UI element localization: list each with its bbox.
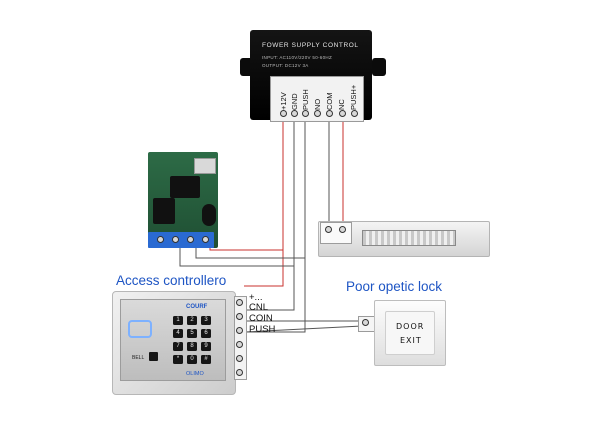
- keypad-key[interactable]: *: [173, 355, 183, 364]
- receiver-relay: [153, 198, 175, 224]
- psu-screw: [280, 110, 287, 117]
- label-coin: COIN: [249, 313, 273, 324]
- receiver-connector: [194, 158, 216, 174]
- rfid-icon: [128, 320, 152, 338]
- wire-rx-gnd: [179, 244, 294, 267]
- psu-term-nc: NC: [337, 99, 346, 110]
- label-cnl: CNL: [249, 302, 269, 313]
- access-controller-title: Access controllero: [116, 273, 227, 288]
- keypad-key[interactable]: 3: [201, 316, 211, 325]
- psu-screw: [351, 110, 358, 117]
- controller-screw: [236, 313, 243, 320]
- psu-output-spec: OUTPUT: DC12V 3A: [262, 63, 309, 68]
- controller-model: OLIMO: [186, 371, 204, 377]
- keypad-key[interactable]: 4: [173, 329, 183, 338]
- wire-rx-push: [195, 244, 305, 259]
- psu-screw: [339, 110, 346, 117]
- wire-12v: [244, 116, 284, 287]
- keypad-key[interactable]: #: [201, 355, 211, 364]
- controller-screw: [236, 299, 243, 306]
- door-exit-button[interactable]: [385, 311, 435, 355]
- controller-screw: [236, 355, 243, 362]
- exit-screw: [362, 319, 369, 326]
- receiver-capacitor: [202, 204, 216, 226]
- controller-screw: [236, 341, 243, 348]
- magnetic-lock-core: [362, 230, 456, 246]
- magnetic-lock-terminal: [320, 222, 352, 244]
- receiver-terminal-block: [148, 232, 214, 248]
- wire-push: [244, 116, 306, 333]
- controller-brand: COURF: [186, 304, 208, 310]
- controller-terminal-block: [234, 296, 247, 380]
- receiver-chip: [170, 176, 200, 198]
- exit-line2: EXIT: [400, 336, 422, 345]
- wire-rx-power: [209, 244, 283, 251]
- psu-term-12v: +12V: [279, 92, 288, 110]
- keypad-key[interactable]: 0: [187, 355, 197, 364]
- keypad-key[interactable]: 1: [173, 316, 183, 325]
- psu-term-com: COM: [325, 92, 334, 111]
- psu-screw: [291, 110, 298, 117]
- psu-mount-right: [372, 58, 386, 76]
- keypad-panel: [120, 299, 226, 381]
- keypad-key[interactable]: 9: [201, 342, 211, 351]
- psu-term-push: PUSH: [301, 89, 310, 110]
- label-push: PUSH: [249, 324, 276, 335]
- psu-input-spec: INPUT: AC110V/220V 50-60HZ: [262, 55, 332, 60]
- psu-term-no: NO: [313, 98, 322, 110]
- exit-button-title: Poor opetic lock: [346, 279, 443, 294]
- wire-gnd: [244, 116, 295, 311]
- receiver-screw: [172, 236, 179, 243]
- controller-screw: [236, 327, 243, 334]
- psu-screw: [326, 110, 333, 117]
- psu-title: FOWER SUPPLY CONTROL: [262, 42, 359, 49]
- receiver-screw: [157, 236, 164, 243]
- exit-line1: DOOR: [396, 322, 425, 331]
- keypad-key[interactable]: 5: [187, 329, 197, 338]
- controller-screw: [236, 369, 243, 376]
- label-plus: +...: [249, 292, 263, 303]
- keypad-key[interactable]: 6: [201, 329, 211, 338]
- psu-screw: [302, 110, 309, 117]
- lock-screw: [339, 226, 346, 233]
- psu-term-push-plus: PUSH+: [349, 84, 358, 110]
- wire-exit-b: [243, 325, 363, 333]
- psu-screw: [314, 110, 321, 117]
- keypad-key[interactable]: 7: [173, 342, 183, 351]
- lock-screw: [325, 226, 332, 233]
- receiver-screw: [187, 236, 194, 243]
- bell-icon: [149, 352, 158, 361]
- receiver-screw: [202, 236, 209, 243]
- keypad-key[interactable]: 8: [187, 342, 197, 351]
- keypad-key[interactable]: 2: [187, 316, 197, 325]
- psu-term-gnd: GND: [290, 93, 299, 110]
- bell-label: BELL: [132, 355, 145, 361]
